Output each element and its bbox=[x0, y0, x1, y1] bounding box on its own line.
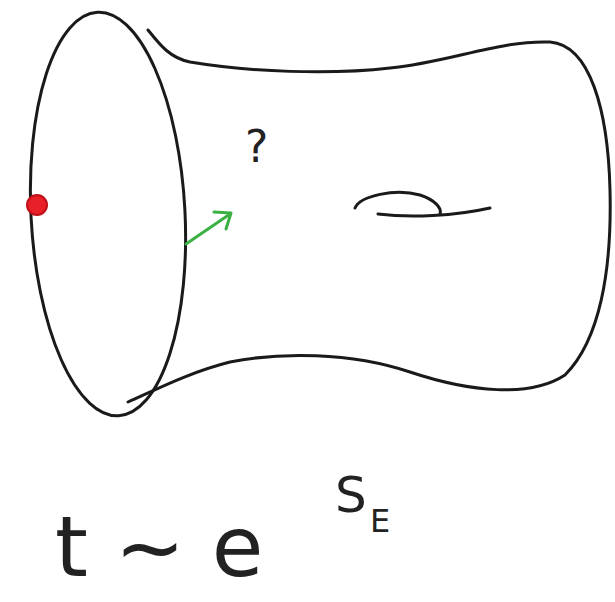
formula-text: t ~ e bbox=[55, 505, 263, 589]
handle-bottom bbox=[378, 208, 490, 216]
formula-subscript: E bbox=[370, 505, 390, 537]
green-arrow bbox=[186, 212, 231, 244]
surface-outline bbox=[128, 30, 610, 402]
boundary-circle bbox=[21, 8, 196, 420]
formula-exponent: S bbox=[335, 470, 367, 520]
red-dot bbox=[27, 195, 47, 215]
question-mark: ? bbox=[245, 125, 268, 169]
handle-top bbox=[355, 192, 440, 214]
